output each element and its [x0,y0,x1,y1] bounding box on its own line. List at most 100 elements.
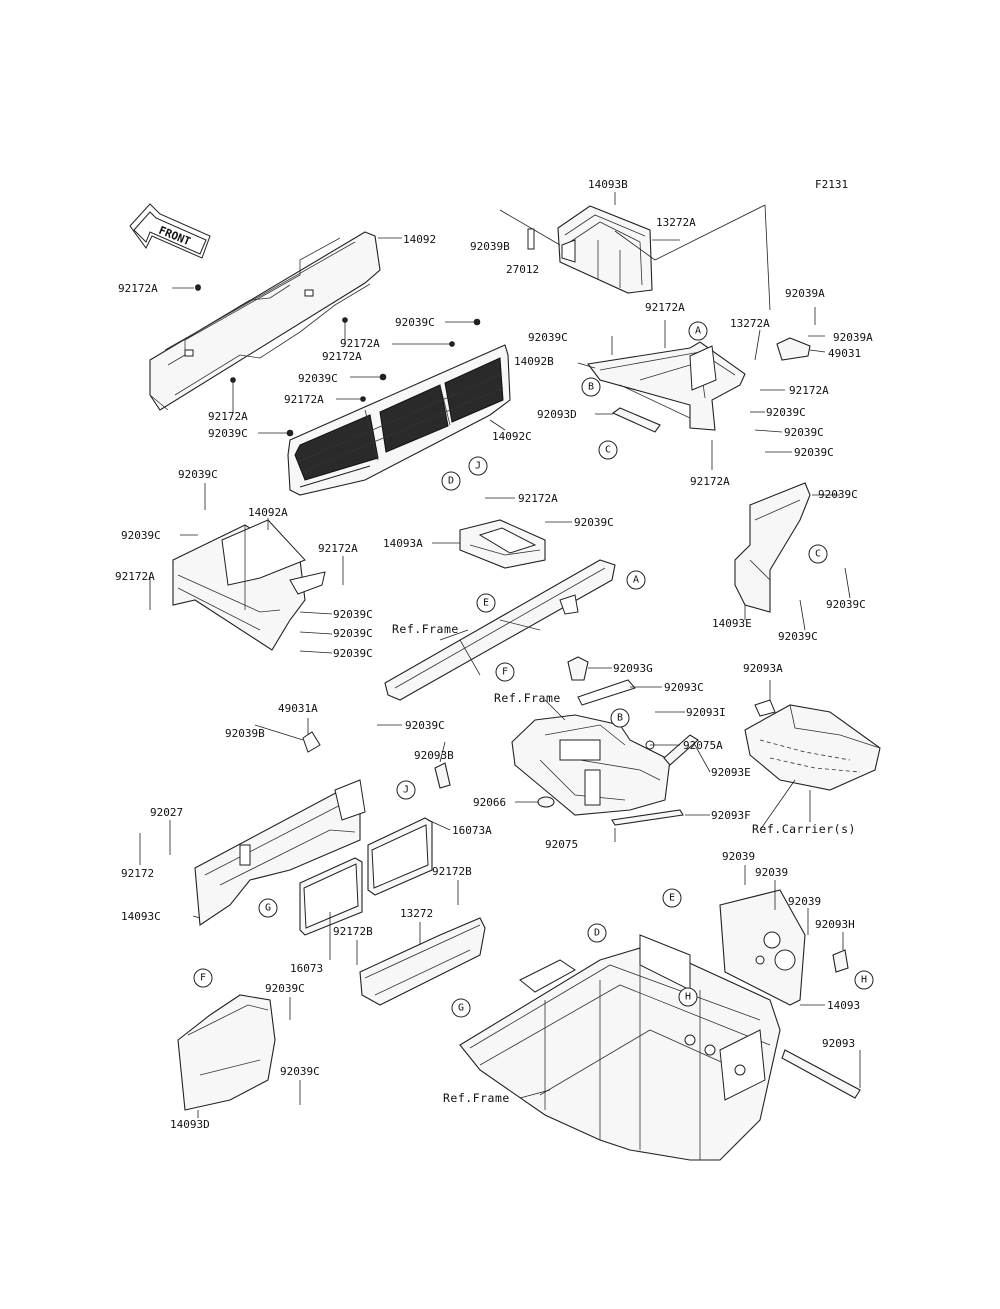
callout-E1: E [476,593,496,613]
label-27012: 27012 [506,263,539,276]
part-14093-plate [719,889,806,1006]
callout-B1-label: B [588,382,594,393]
callout-E2: E [662,888,682,908]
callout-F2-label: F [200,973,206,984]
part-carrier-pad [744,699,881,791]
label-92172A-a: 92172A [118,282,158,295]
label-16073: 16073 [290,962,323,975]
callout-A1: A [688,321,708,341]
part-14092-floor-panel [149,231,381,411]
part-49031A-clip [302,731,321,753]
callout-G2-label: G [458,1003,464,1014]
label-92172A-j: 92172A [115,570,155,583]
label-14092A: 14092A [248,506,288,519]
label-92039C-m: 92039C [574,516,614,529]
label-92039C-k: 92039C [333,627,373,640]
label-92066: 92066 [473,796,506,809]
label-92039C-e: 92039C [766,406,806,419]
part-92093G-block [567,656,589,681]
label-92093C: 92093C [664,681,704,694]
callout-B2: B [610,708,630,728]
main-frame [459,934,781,1161]
label-13272: 13272 [400,907,433,920]
label-92172A-c: 92172A [208,410,248,423]
label-49031A: 49031A [278,702,318,715]
part-14093D-guard [177,994,276,1111]
label-14093C: 14093C [121,910,161,923]
ref-frame-label-b: Ref.Frame [494,691,561,705]
label-92039C-f: 92039C [784,426,824,439]
label-92039-c: 92039 [788,895,821,908]
leader-lines [139,192,861,1118]
label-14093: 14093 [827,999,860,1012]
label-92075A: 92075A [683,739,723,752]
callout-J2-label: J [403,785,409,796]
part-14092A-side-panel [172,519,326,651]
part-rear-floor-assembly [511,714,671,816]
label-14092C: 14092C [492,430,532,443]
callout-J1-label: J [475,461,481,472]
callout-H1-label: H [861,975,867,986]
label-92039C-q: 92039C [405,719,445,732]
label-14093E: 14093E [712,617,752,630]
ref-frame-label-a: Ref.Frame [392,622,459,636]
part-92093H-block [832,949,849,973]
ref-frame-label-c: Ref.Frame [443,1091,510,1105]
label-92039C-i: 92039C [121,529,161,542]
callout-C1-label: C [605,445,611,456]
part-92093C-sheet [577,679,636,706]
callout-B1: B [581,377,601,397]
label-92039-a: 92039 [722,850,755,863]
label-92039B-b: 92039B [225,727,265,740]
label-92093A: 92093A [743,662,783,675]
part-92093B-block [434,762,451,789]
label-92039C-o: 92039C [826,598,866,611]
callout-H2-label: H [685,992,691,1003]
part-92093-strip [781,1049,861,1099]
label-92172B-a: 92172B [432,865,472,878]
label-92172A-b: 92172A [322,350,362,363]
sheet-id: F2131 [815,178,848,191]
label-92172: 92172 [121,867,154,880]
label-14092B: 14092B [514,355,554,368]
label-92039A-b: 92039A [833,331,873,344]
front-arrow-icon: FRONT [129,203,211,259]
label-92093D: 92093D [537,408,577,421]
label-92039C-n: 92039C [818,488,858,501]
part-16073-flap [299,857,363,936]
callout-D1: D [441,471,461,491]
callout-A1-label: A [695,326,701,337]
part-labels: 14092 92172A 92172A 92172A 92039C 92039C… [115,178,873,1131]
callout-E2-label: E [669,893,675,904]
callout-E1-label: E [483,598,489,609]
label-14093A: 14093A [383,537,423,550]
callout-G2: G [451,998,471,1018]
label-14092: 14092 [403,233,436,246]
label-92039C-a: 92039C [208,427,248,440]
callout-F1: F [495,662,515,682]
part-13272-bracket [359,917,486,1006]
label-14093B: 14093B [588,178,628,191]
frame-beam [384,559,616,701]
callout-J2: J [396,780,416,800]
part-92093E-wedge [663,734,699,766]
part-14093C-guard [194,779,366,926]
label-49031: 49031 [828,347,861,360]
callout-C2-label: C [815,549,821,560]
label-92093E: 92093E [711,766,751,779]
label-92039C-d: 92039C [528,331,568,344]
callout-C2: C [808,544,828,564]
callout-D2-label: D [594,928,600,939]
part-49031-clip [776,337,811,361]
callout-H2: H [678,987,698,1007]
callout-A2-label: A [633,575,639,586]
label-14093D: 14093D [170,1118,210,1131]
label-92039C-g: 92039C [794,446,834,459]
callout-F2: F [193,968,213,988]
label-92039C-h: 92039C [178,468,218,481]
ref-carrier-label: Ref.Carrier(s) [752,822,856,836]
label-92172A-i: 92172A [318,542,358,555]
label-92172A-d: 92172A [340,337,380,350]
part-14092B-bracket [587,341,746,431]
